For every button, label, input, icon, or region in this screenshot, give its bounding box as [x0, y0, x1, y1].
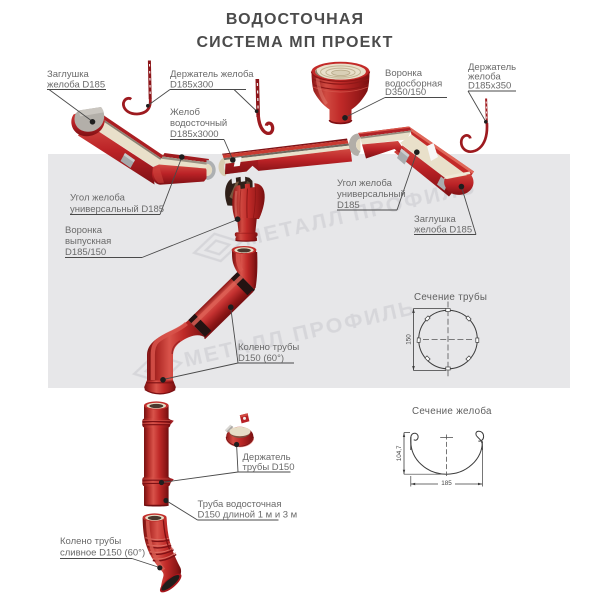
- svg-text:D185х350: D185х350: [468, 81, 511, 92]
- svg-text:Угол желоба: Угол желоба: [70, 193, 126, 204]
- svg-text:104,7: 104,7: [396, 445, 403, 461]
- svg-text:ВОДОСТОЧНАЯ: ВОДОСТОЧНАЯ: [226, 11, 364, 28]
- svg-text:Заглушка: Заглушка: [47, 69, 90, 80]
- svg-text:СИСТЕМА МП ПРОЕКТ: СИСТЕМА МП ПРОЕКТ: [197, 34, 394, 51]
- svg-text:универсальный: универсальный: [337, 189, 406, 200]
- svg-text:Держатель желоба: Держатель желоба: [170, 69, 254, 80]
- svg-text:D185/150: D185/150: [65, 247, 106, 258]
- svg-text:Сечение желоба: Сечение желоба: [412, 406, 492, 417]
- svg-text:D150 (60°): D150 (60°): [238, 353, 284, 364]
- svg-text:Колено трубы: Колено трубы: [60, 536, 121, 547]
- svg-text:185: 185: [441, 480, 452, 487]
- svg-text:трубы D150: трубы D150: [243, 462, 295, 473]
- svg-text:Держатель: Держатель: [243, 452, 291, 463]
- svg-text:D350/150: D350/150: [385, 87, 426, 98]
- svg-text:Желоб: Желоб: [170, 107, 201, 118]
- svg-text:универсальный D185: универсальный D185: [70, 204, 164, 215]
- svg-text:Колено трубы: Колено трубы: [238, 342, 299, 353]
- svg-text:желоба D185: желоба D185: [414, 225, 472, 236]
- svg-text:D150 длиной 1 м и 3 м: D150 длиной 1 м и 3 м: [198, 510, 298, 521]
- svg-text:водосборная: водосборная: [385, 79, 442, 90]
- svg-text:Держатель: Держатель: [468, 62, 516, 73]
- svg-text:D185х3000: D185х3000: [170, 129, 219, 140]
- svg-text:D185: D185: [337, 200, 360, 211]
- svg-text:150: 150: [406, 334, 413, 345]
- svg-text:водосточный: водосточный: [170, 118, 227, 129]
- svg-text:желоба: желоба: [468, 71, 501, 82]
- svg-text:выпускная: выпускная: [65, 236, 111, 247]
- svg-text:сливное D150 (60°): сливное D150 (60°): [60, 548, 145, 559]
- svg-text:Труба водосточная: Труба водосточная: [198, 499, 282, 510]
- svg-text:Воронка: Воронка: [385, 68, 423, 79]
- svg-text:желоба D185: желоба D185: [47, 80, 105, 91]
- svg-text:Заглушка: Заглушка: [414, 214, 457, 225]
- svg-text:Угол желоба: Угол желоба: [337, 178, 393, 189]
- svg-text:Сечение трубы: Сечение трубы: [414, 292, 487, 303]
- svg-text:D185х300: D185х300: [170, 80, 213, 91]
- svg-text:Воронка: Воронка: [65, 225, 103, 236]
